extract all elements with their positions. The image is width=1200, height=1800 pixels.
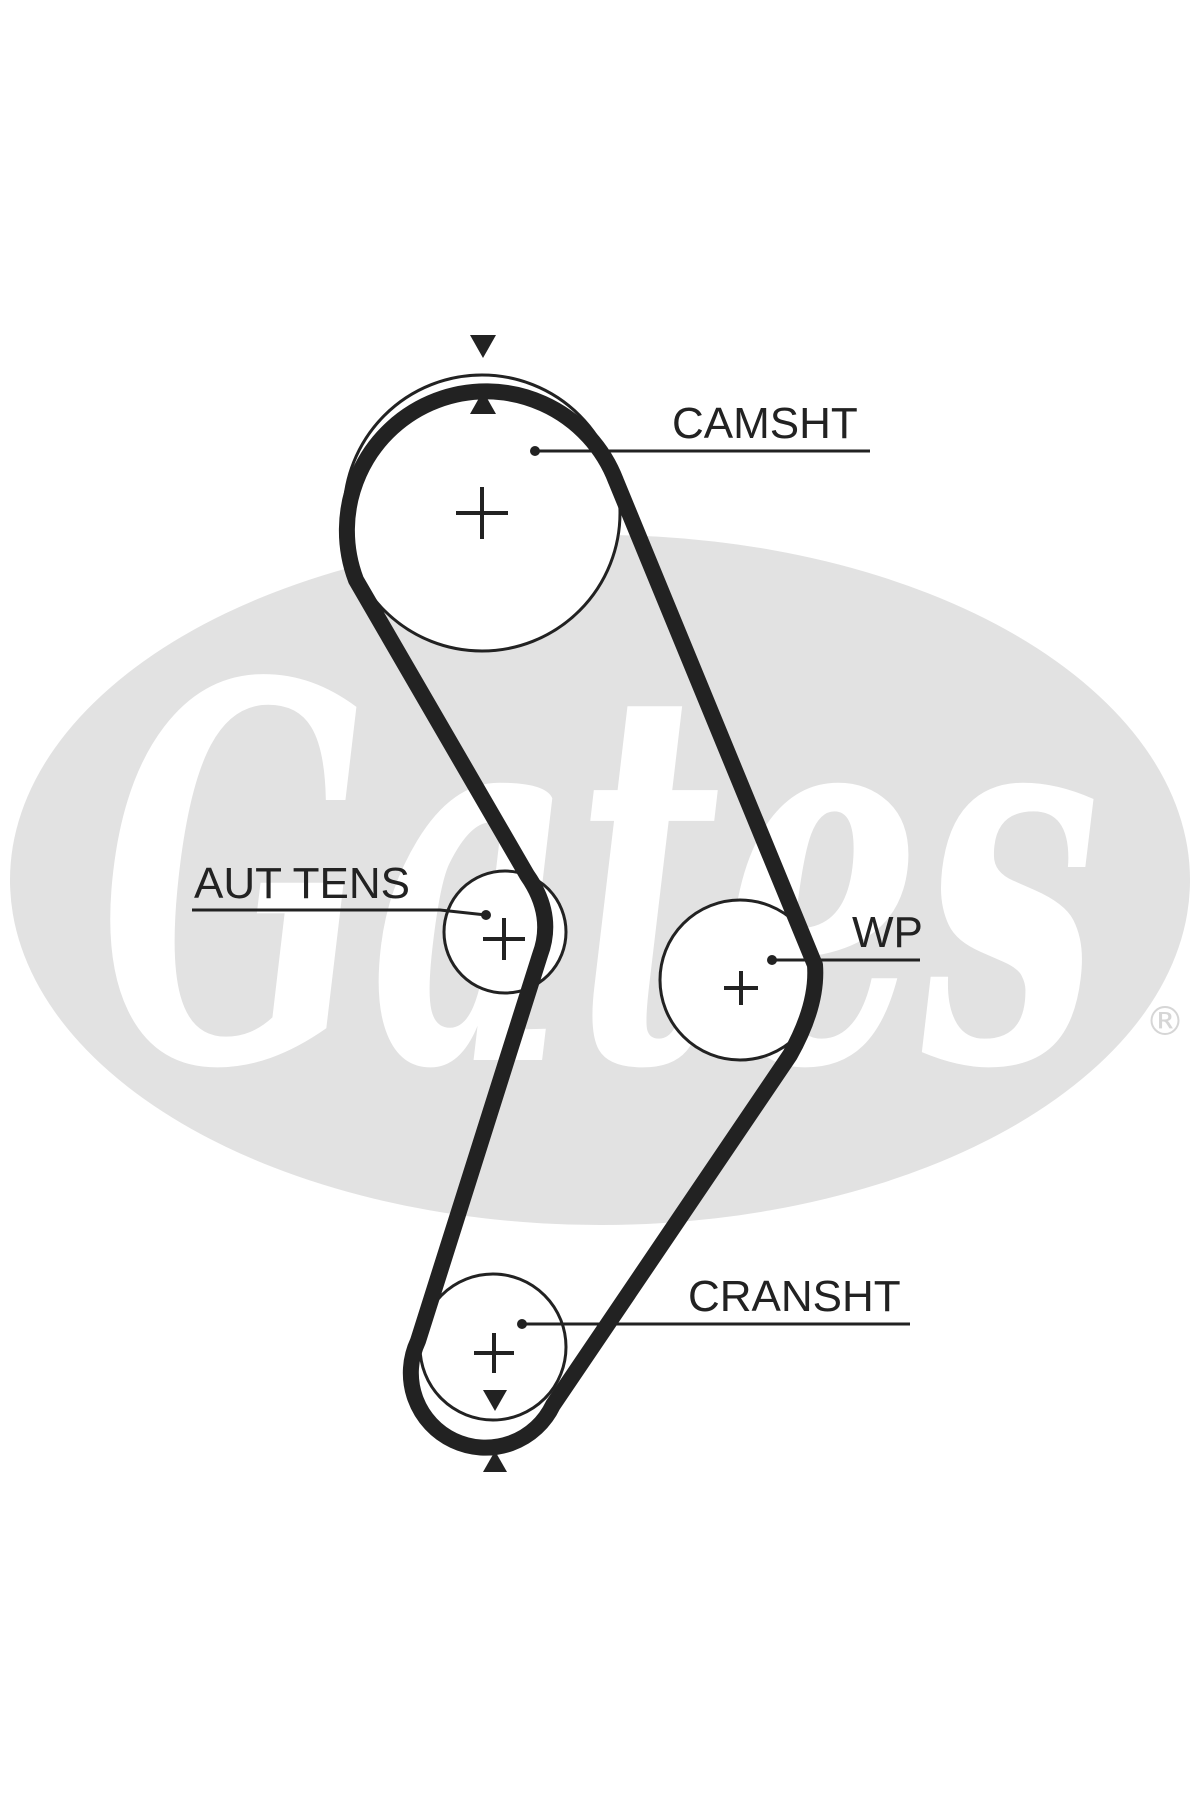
auto-tensioner-label: AUT TENS <box>194 859 410 908</box>
water-pump-leader-dot <box>767 955 777 965</box>
camshaft-center-cross <box>456 487 508 539</box>
camshaft-leader-dot <box>530 446 540 456</box>
watermark-registered-mark: ® <box>1145 999 1185 1045</box>
camshaft-outer-timing-mark <box>470 335 496 358</box>
auto-tensioner-leader-dot <box>481 910 491 920</box>
crankshaft-leader-dot <box>517 1319 527 1329</box>
camshaft-label: CAMSHT <box>672 399 858 448</box>
timing-belt <box>338 383 824 1456</box>
crankshaft-label: CRANSHT <box>688 1272 901 1321</box>
auto-tensioner-leader-line <box>192 908 487 917</box>
camshaft-inner-timing-mark <box>470 391 496 414</box>
watermark-ellipse <box>10 535 1190 1225</box>
gates-watermark-logo: Gates ® <box>10 535 1190 1225</box>
water-pump-center-cross <box>724 971 758 1005</box>
watermark-brand-text: Gates <box>100 572 1100 1183</box>
crankshaft-outer-timing-mark <box>483 1451 507 1472</box>
crankshaft-center-cross <box>474 1333 514 1373</box>
auto-tensioner-center-cross <box>483 918 525 960</box>
water-pump-label: WP <box>852 908 923 957</box>
crankshaft-inner-timing-mark <box>483 1390 507 1411</box>
